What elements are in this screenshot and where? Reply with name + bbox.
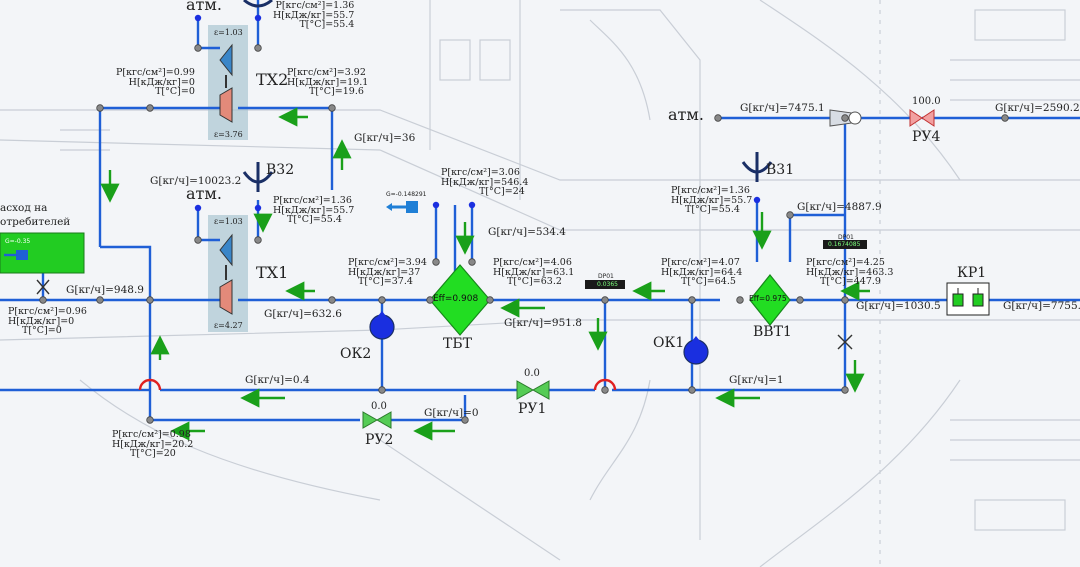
v32-label: В32 <box>266 162 295 178</box>
pipes <box>0 0 1080 422</box>
ok1-label: ОК1 <box>653 335 685 351</box>
ejector[interactable] <box>829 109 862 127</box>
v32-intake-icon <box>242 162 274 192</box>
flow-7755: G[кг/ч]=7755. <box>1003 300 1080 312</box>
tx2-compressor[interactable] <box>219 43 233 123</box>
flow-2590: G[кг/ч]=2590.2 <box>995 102 1080 114</box>
flow-951: G[кг/ч]=951.8 <box>504 317 582 329</box>
ru1-label: РУ1 <box>518 401 547 417</box>
flow-10023: G[кг/ч]=10023.2 <box>150 175 242 187</box>
eps-tx1-top: ε=1.03 <box>214 217 243 226</box>
dp01-tbt-box <box>585 280 625 289</box>
eps-tx1-bot: ε=4.27 <box>214 321 243 330</box>
kp1-label: КР1 <box>957 265 987 281</box>
ru2-label: РУ2 <box>365 432 394 448</box>
top-intake-icon <box>243 0 273 8</box>
flow-1030: G[кг/ч]=1030.5 <box>856 300 941 312</box>
dp01-tbt-value: 0.0365 <box>597 281 618 288</box>
junction-nodes <box>39 44 1009 424</box>
ok2-label: ОК2 <box>340 346 372 362</box>
ru1-position: 0.0 <box>524 368 540 379</box>
tx1-box <box>208 215 248 332</box>
ru2-position: 0.0 <box>371 401 387 412</box>
ru4-valve[interactable] <box>909 109 935 127</box>
crossover-left <box>138 378 162 391</box>
eps-tx2-top: ε=1.03 <box>214 28 243 37</box>
flow-632: G[кг/ч]=632.6 <box>264 308 342 320</box>
flow-0: G[кг/ч]=0 <box>424 407 479 419</box>
ru4-label: РУ4 <box>912 129 941 145</box>
consumer-block <box>0 232 85 274</box>
flow-04: G[кг/ч]=0.4 <box>245 374 310 386</box>
vvt1-label: ВВТ1 <box>753 324 792 340</box>
kp1-valve[interactable] <box>946 282 990 316</box>
tbt-heat-exchanger[interactable] <box>429 264 491 336</box>
tx2-box <box>208 25 248 140</box>
ok2-pump[interactable] <box>369 311 395 340</box>
flap-right[interactable] <box>837 334 853 350</box>
g-small-value: G=-0.148291 <box>386 191 427 198</box>
vvt1-heat-exchanger[interactable] <box>749 274 791 326</box>
flow-4887: G[кг/ч]=4887.9 <box>797 201 882 213</box>
g-small-indicator <box>406 201 418 213</box>
atm-label-tx1: атм. <box>186 184 222 203</box>
flow-948: G[кг/ч]=948.9 <box>66 284 144 296</box>
dp01-vvt-box <box>823 240 867 249</box>
ru2-valve[interactable] <box>362 411 392 429</box>
flow-1: G[кг/ч]=1 <box>729 374 784 386</box>
v31-label: В31 <box>766 162 795 178</box>
v31-intake-icon <box>741 152 773 182</box>
ru4-position: 100.0 <box>912 96 941 107</box>
tbt-label: ТБТ <box>443 336 472 352</box>
tx1-label: ТХ1 <box>256 263 289 282</box>
flap-consumer[interactable] <box>36 279 50 295</box>
tx2-label: ТХ2 <box>256 70 289 89</box>
dp01-vvt-value: 0.1674085 <box>828 241 861 248</box>
dp01-tbt-label: DP01 <box>598 273 614 280</box>
g-consumer-value: G=-0.35 <box>5 238 31 245</box>
flow-534: G[кг/ч]=534.4 <box>488 226 566 238</box>
dp01-vvt-label: DP01 <box>838 234 854 241</box>
ru1-valve[interactable] <box>516 380 550 400</box>
flow-arrows <box>100 107 870 441</box>
eff-vvt1: Eff=0.975 <box>749 294 787 303</box>
atm-label-tx2: атм. <box>186 0 222 14</box>
atm-label-right: атм. <box>668 105 704 124</box>
eps-tx2-bot: ε=3.76 <box>214 130 243 139</box>
intake-nodes <box>194 14 761 212</box>
tx1-compressor[interactable] <box>219 233 233 315</box>
eff-tbt: Eff=0.908 <box>433 294 479 304</box>
consumer-label-1: асход на <box>0 202 48 214</box>
flow-7475: G[кг/ч]=7475.1 <box>740 102 825 114</box>
consumer-flow-indicator <box>16 250 28 260</box>
consumer-label-2: отребителей <box>0 216 71 228</box>
ok1-pump[interactable] <box>683 336 709 365</box>
flow-36: G[кг/ч]=36 <box>354 132 416 144</box>
crossover-center <box>593 378 617 391</box>
